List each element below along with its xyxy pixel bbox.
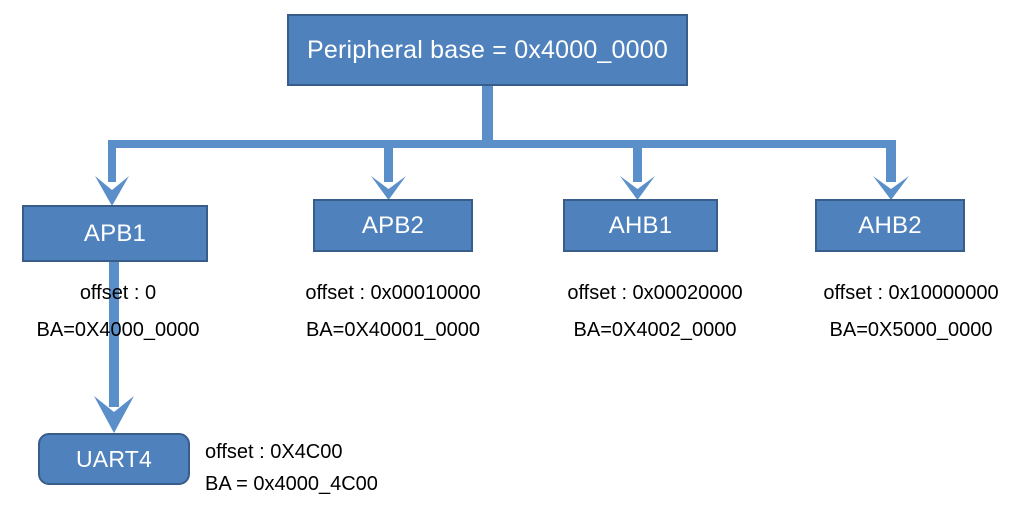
arrowhead-apb2 bbox=[371, 176, 406, 200]
annotation-apb1-offset: offset : 0 bbox=[79, 282, 157, 304]
annotation-uart4-offset: offset : 0X4C00 bbox=[205, 441, 343, 463]
bus-box-ahb1[interactable]: AHB1 bbox=[563, 199, 718, 252]
connector-drop-apb2 bbox=[384, 140, 393, 182]
bus-box-apb2[interactable]: APB2 bbox=[313, 199, 473, 252]
annotation-uart4-base-address: BA = 0x4000_4C00 bbox=[205, 473, 378, 495]
connector-drop-apb1 bbox=[108, 140, 116, 182]
connector-drop-ahb2 bbox=[886, 140, 896, 182]
peripheral-box-uart4[interactable]: UART4 bbox=[38, 433, 190, 485]
arrowhead-ahb2 bbox=[873, 176, 909, 200]
connector-drop-ahb1 bbox=[633, 140, 642, 182]
annotation-apb2-base-address: BA=0X40001_0000 bbox=[305, 319, 481, 341]
annotation-apb2: offset : 0x00010000 BA=0X40001_0000 bbox=[278, 275, 508, 349]
annotation-ahb2: offset : 0x10000000 BA=0X5000_0000 bbox=[798, 275, 1024, 349]
connector-bus-line bbox=[108, 140, 896, 148]
annotation-ahb1-base-address: BA=0X4002_0000 bbox=[573, 319, 737, 341]
connector-drop-uart4 bbox=[109, 262, 119, 407]
bus-box-apb1[interactable]: APB1 bbox=[22, 205, 208, 262]
annotation-apb2-offset: offset : 0x00010000 bbox=[305, 282, 481, 304]
arrowhead-apb1 bbox=[95, 176, 129, 206]
annotation-ahb2-base-address: BA=0X5000_0000 bbox=[829, 319, 993, 341]
bus-box-ahb2[interactable]: AHB2 bbox=[815, 199, 965, 252]
annotation-ahb1-offset: offset : 0x00020000 bbox=[567, 282, 743, 304]
annotation-uart4: offset : 0X4C00 BA = 0x4000_4C00 bbox=[205, 436, 378, 500]
annotation-apb1: offset : 0 BA=0X4000_0000 bbox=[18, 275, 218, 349]
peripheral-base-box[interactable]: Peripheral base = 0x4000_0000 bbox=[287, 14, 688, 86]
annotation-ahb1: offset : 0x00020000 BA=0X4002_0000 bbox=[540, 275, 770, 349]
annotation-ahb2-offset: offset : 0x10000000 bbox=[823, 282, 999, 304]
arrowhead-uart4 bbox=[94, 396, 134, 433]
annotation-apb1-base-address: BA=0X4000_0000 bbox=[36, 319, 200, 341]
connector-root-stem bbox=[482, 86, 493, 146]
arrowhead-ahb1 bbox=[620, 176, 655, 200]
